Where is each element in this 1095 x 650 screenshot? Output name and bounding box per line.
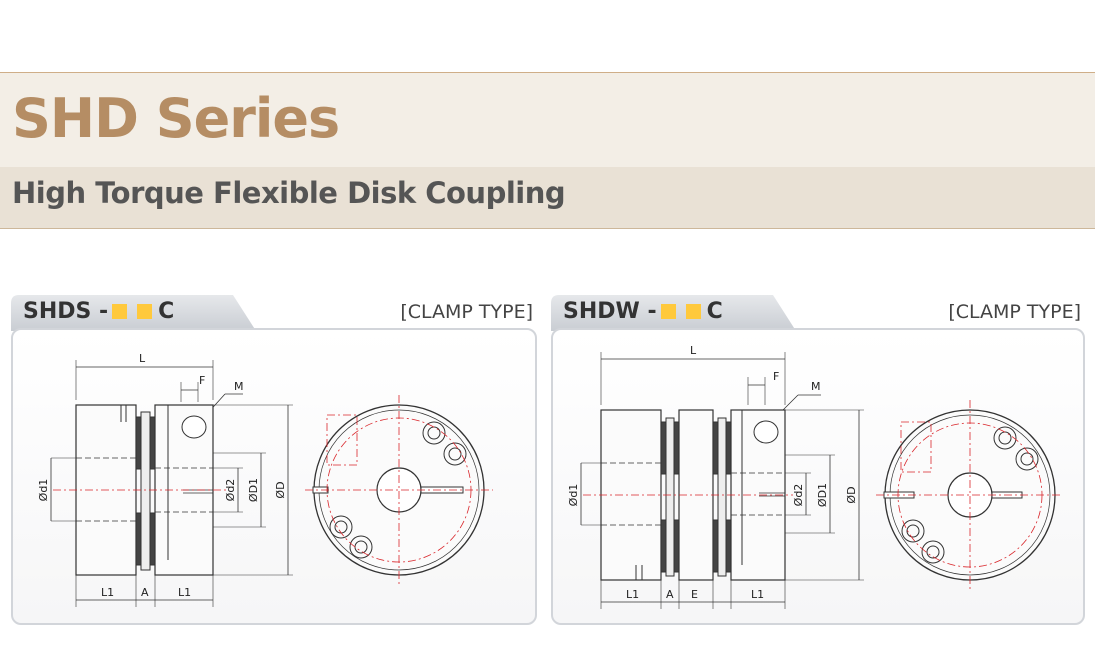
dim-A: A (666, 588, 674, 601)
dim-d2: Ød2 (224, 479, 237, 502)
dim-L1-right: L1 (751, 588, 764, 601)
model-prefix: SHDS - (23, 299, 109, 324)
shds-panel: SHDS - C [CLAMP TYPE] (11, 295, 537, 625)
shdw-drawing-box: L F M Ød1 Ød2 ØD1 ØD L1 A E L1 (551, 328, 1085, 625)
model-suffix: C (158, 299, 175, 324)
title-band (0, 72, 1095, 168)
dim-D: ØD (845, 486, 858, 503)
shdw-technical-drawing: L F M Ød1 Ød2 ØD1 ØD L1 A E L1 (567, 344, 1063, 609)
subtitle-band (0, 167, 1095, 229)
dim-D1: ØD1 (816, 483, 829, 507)
shds-drawing-box: L F M Ød1 Ød2 ØD1 ØD L1 A L1 (11, 328, 537, 625)
dim-A: A (141, 586, 149, 599)
dim-F: F (199, 374, 205, 387)
model-prefix: SHDW - (563, 299, 657, 324)
dim-d1: Ød1 (567, 484, 580, 507)
size-placeholder-swatch (660, 304, 676, 319)
bore-placeholder-swatch (685, 304, 701, 319)
dim-L: L (690, 344, 697, 357)
dim-d1: Ød1 (37, 479, 50, 502)
dim-E: E (691, 588, 698, 601)
dim-M: M (811, 380, 821, 393)
clamp-type-label: [CLAMP TYPE] (948, 301, 1081, 323)
dim-F: F (773, 370, 779, 383)
shds-technical-drawing: L F M Ød1 Ød2 ØD1 ØD L1 A L1 (37, 352, 493, 607)
dim-L1-right: L1 (178, 586, 191, 599)
shds-model-code: SHDS - C (23, 299, 174, 324)
dim-d2: Ød2 (792, 484, 805, 507)
dim-L1-left: L1 (101, 586, 114, 599)
shdw-model-code: SHDW - C (563, 299, 723, 324)
series-subtitle: High Torque Flexible Disk Coupling (12, 176, 566, 210)
shdw-panel: SHDW - C [CLAMP TYPE] (551, 295, 1085, 625)
dim-L1-left: L1 (626, 588, 639, 601)
bore-placeholder-swatch (137, 304, 153, 319)
size-placeholder-swatch (112, 304, 128, 319)
model-suffix: C (706, 299, 723, 324)
dim-D: ØD (274, 481, 287, 498)
tab-shape (11, 295, 256, 331)
dim-M: M (234, 380, 244, 393)
series-title: SHD Series (12, 87, 340, 150)
dim-L: L (139, 352, 146, 365)
clamp-type-label: [CLAMP TYPE] (400, 301, 533, 323)
dim-D1: ØD1 (247, 478, 260, 502)
